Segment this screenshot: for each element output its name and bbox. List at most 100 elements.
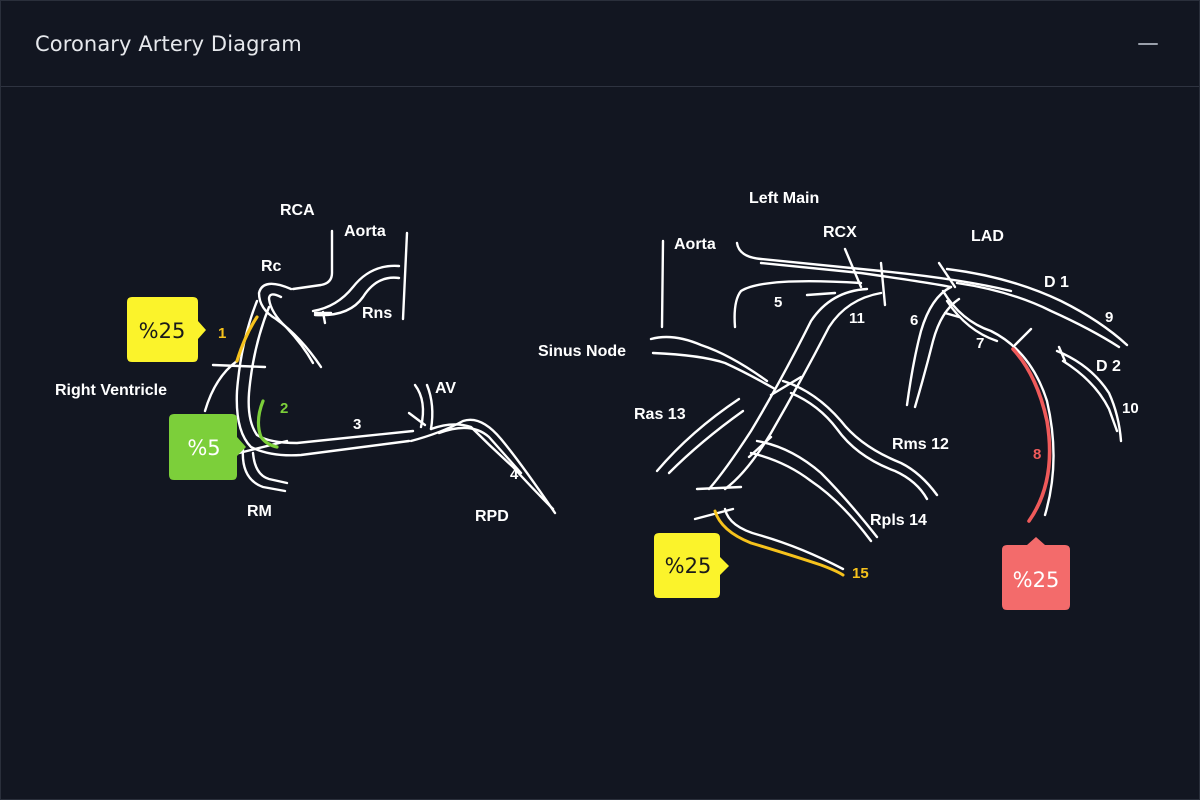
rc-loop-inner — [267, 293, 315, 365]
lad-descending-inner — [945, 299, 999, 343]
label-rms-12: Rms 12 — [892, 436, 949, 453]
label-d1: D 1 — [1044, 274, 1069, 291]
d2-branch-b — [1061, 359, 1119, 433]
rpls-branch-a — [749, 451, 873, 543]
minimize-icon — [1138, 43, 1158, 45]
label-rpls-14: Rpls 14 — [870, 512, 927, 529]
segment-label-6: 6 — [910, 312, 918, 329]
label-rc: Rc — [261, 258, 282, 275]
lad-tick — [937, 261, 957, 289]
stenosis-value-segment-8: %25 — [1013, 568, 1060, 592]
rpd-branch-4 — [437, 426, 523, 475]
rpls-branch-b — [755, 439, 879, 539]
ras-branch-b — [667, 409, 745, 475]
window-header: Coronary Artery Diagram — [1, 1, 1199, 87]
rms-branch-b — [789, 391, 929, 501]
branch-6-a — [905, 285, 953, 407]
rm-branch-a — [241, 447, 287, 493]
segment-label-8: 8 — [1033, 446, 1041, 463]
left-main-upper — [735, 241, 1013, 293]
lad-d1-upper — [945, 267, 1129, 347]
av-branch-b — [425, 383, 434, 431]
segment-8-highlight[interactable] — [1011, 347, 1052, 523]
rns-branch-lower — [313, 276, 401, 317]
segment-7-tick — [943, 311, 961, 319]
segment-15-highlight[interactable] — [713, 509, 845, 577]
rns-tick — [313, 310, 333, 325]
sinus-node-b — [651, 351, 777, 391]
stenosis-value-segment-1: %25 — [139, 319, 186, 343]
segment-label-4: 4 — [510, 466, 519, 483]
segment-7-end-tick — [1013, 327, 1033, 347]
segment-label-7: 7 — [976, 335, 984, 352]
lca-aorta-wall — [660, 239, 665, 329]
left-coronary-drawing: Left Main Aorta RCX LAD Sinus Node Ras 1… — [538, 190, 1139, 610]
label-aorta-left: Aorta — [674, 236, 716, 253]
branch-11-6-divider — [879, 261, 887, 307]
label-av: AV — [435, 380, 456, 397]
rcx-trunk-inner — [723, 291, 883, 491]
segment-2-highlight[interactable] — [256, 399, 279, 449]
lad-descending-outer — [941, 289, 1055, 517]
rpls-tick — [747, 435, 773, 459]
stenosis-callout-segment-2[interactable]: %5 — [169, 414, 246, 480]
stenosis-callout-segment-15[interactable]: %25 — [654, 533, 729, 598]
branch-6-b — [913, 297, 961, 409]
minimize-button[interactable] — [1129, 29, 1163, 59]
segment-label-15: 15 — [852, 565, 869, 582]
rms-tick — [769, 375, 803, 397]
d2-tick — [1057, 345, 1067, 363]
label-left-main: Left Main — [749, 190, 819, 207]
rm-branch-b — [251, 451, 289, 485]
branch-15-tick-top — [695, 485, 743, 491]
rca-main-inner — [247, 305, 415, 445]
branch-5-loop — [733, 280, 863, 329]
lad-d1-lower — [955, 281, 1121, 349]
av-tick — [407, 411, 427, 427]
label-rm: RM — [247, 503, 272, 520]
label-d2: D 2 — [1096, 358, 1121, 375]
stenosis-callout-segment-8[interactable]: %25 — [1002, 537, 1070, 610]
label-rca: RCA — [280, 202, 315, 219]
label-sinus-node: Sinus Node — [538, 343, 626, 360]
rc-loop-outer — [257, 282, 323, 369]
right-coronary-drawing: RCA Aorta Rc Rns Right Ventricle AV RM R… — [55, 202, 557, 525]
rcx-trunk-outer — [707, 287, 869, 491]
label-right-ventricle: Right Ventricle — [55, 382, 167, 399]
window-title: Coronary Artery Diagram — [35, 32, 302, 56]
label-rcx: RCX — [823, 224, 857, 241]
ras-branch-a — [655, 397, 741, 473]
left-main-lower — [759, 261, 953, 289]
label-ras-13: Ras 13 — [634, 406, 686, 423]
segment-label-3: 3 — [353, 416, 361, 433]
label-rpd: RPD — [475, 508, 509, 525]
segment-label-2: 2 — [280, 400, 288, 417]
label-rns: Rns — [362, 305, 392, 322]
segment-label-5: 5 — [774, 294, 782, 311]
d2-branch-a — [1055, 349, 1123, 443]
sinus-node-a — [649, 335, 769, 383]
rm-tick — [237, 439, 289, 455]
rca-aorta-wall-left — [291, 229, 334, 291]
rv-tick — [211, 363, 267, 369]
segment-label-10: 10 — [1122, 400, 1139, 417]
stenosis-value-segment-15: %25 — [665, 554, 712, 578]
segment-1-highlight[interactable] — [235, 315, 259, 363]
label-lad: LAD — [971, 228, 1004, 245]
rms-branch-a — [781, 379, 939, 497]
segment-label-1: 1 — [218, 325, 226, 342]
label-aorta-right: Aorta — [344, 223, 386, 240]
rns-branch-upper — [311, 264, 401, 313]
stenosis-value-segment-2: %5 — [187, 436, 220, 460]
rcx-tick — [843, 247, 863, 289]
rpd-inner — [429, 423, 555, 511]
segment-label-11: 11 — [849, 310, 865, 327]
segment-label-9: 9 — [1105, 309, 1113, 326]
segment-15-inner — [723, 507, 845, 571]
stenosis-callout-segment-1[interactable]: %25 — [127, 297, 206, 362]
branch-5-tick — [805, 291, 837, 297]
rv-branch — [203, 359, 239, 413]
rca-aorta-wall-right — [401, 231, 409, 321]
